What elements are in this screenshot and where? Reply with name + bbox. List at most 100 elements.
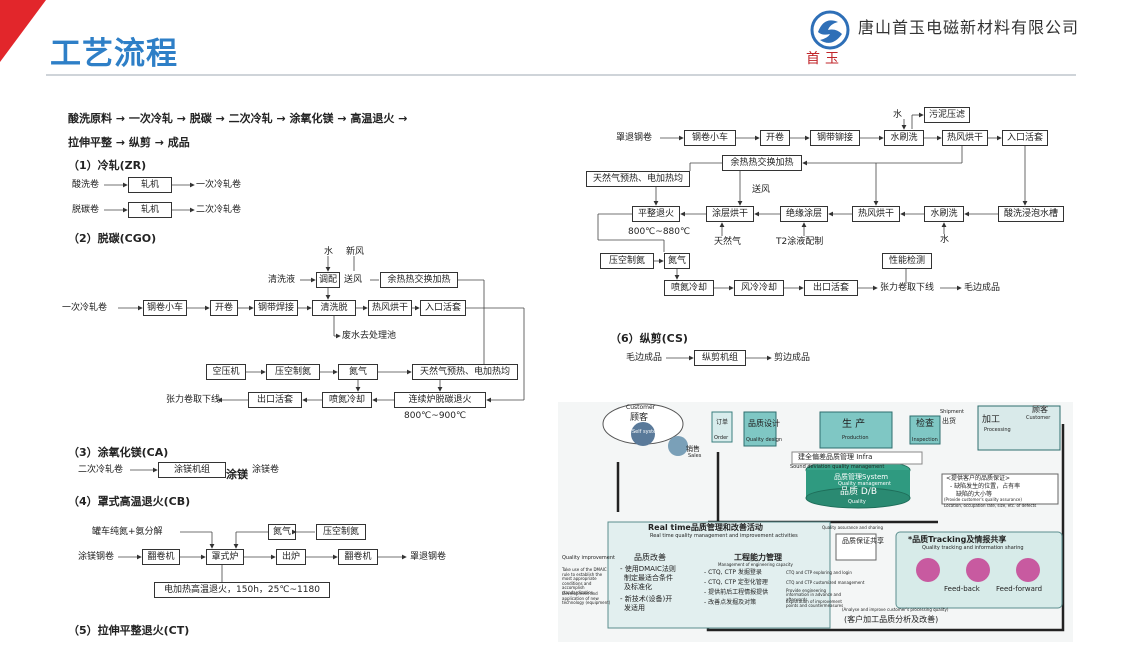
cgo-psa-nitrogen: 压空制氮 xyxy=(266,364,320,380)
qd-qi-side-1: Take use of the DMAIC rule to establish … xyxy=(562,567,607,595)
qd-feedforward: Feed-forward xyxy=(996,585,1043,593)
logo-text: 首玉 xyxy=(806,51,844,67)
qd-inspection: 检查 xyxy=(916,419,935,429)
zr-heading: （1）冷轧(ZR) xyxy=(68,159,147,172)
qd-self-system: Self system xyxy=(632,429,662,435)
qd-bottom-en: (Analyse and improve customer's processi… xyxy=(842,607,949,612)
ct-coil-car: 钢卷小车 xyxy=(684,130,736,146)
qd-order: 订单 xyxy=(716,419,729,426)
cgo-exit-loop: 出口活套 xyxy=(248,392,302,408)
cgo-mix: 调配 xyxy=(316,272,340,288)
ct-air-cool: 风冷冷却 xyxy=(734,280,784,296)
ct-waste-heat: 余热热交换加热 xyxy=(722,155,802,171)
cgo-heading: （2）脱碳(CGO) xyxy=(68,232,157,245)
qd-cap-1: - CTQ, CTP 发掘登录 xyxy=(704,569,762,576)
qd-realtime-title: Real time品质管理和改善活动 xyxy=(648,523,763,532)
qd-processing-en: Processing xyxy=(984,427,1011,433)
cgo-tension-out: 张力卷取下线 xyxy=(166,395,221,405)
zr-input-2: 脱碳卷 xyxy=(72,205,100,215)
qd-inspection-en: Inspection xyxy=(912,437,938,443)
ct-t2: T2涂液配制 xyxy=(776,237,824,247)
qd-bottom: (客户加工品质分析及改善) xyxy=(844,615,939,624)
qd-qms-en: Quality management xyxy=(838,481,891,487)
route-line-2: 拉伸平整 → 纵剪 → 成品 xyxy=(68,136,190,149)
ca-overlap: 涂镁 xyxy=(226,468,248,481)
cb-input: 涂镁钢卷 xyxy=(78,552,115,562)
zr-mill-2: 轧机 xyxy=(128,202,172,218)
ct-flat-anneal: 平整退火 xyxy=(632,206,680,222)
qd-quality-design: 品质设计 xyxy=(748,419,780,428)
cb-heading: （4）罩式高温退火(CB) xyxy=(68,495,191,508)
ct-water-2: 水 xyxy=(940,235,950,245)
cgo-send-air: 送风 xyxy=(344,275,363,285)
qd-qi-side-2: Development and application of new techn… xyxy=(562,591,611,606)
cgo-waste-water: 废水去处理池 xyxy=(342,331,397,341)
ct-insul-coat: 绝缘涂层 xyxy=(780,206,828,222)
cgo-gas-heat: 天然气预热、电加热均 xyxy=(412,364,518,380)
cb-psa-nitrogen: 压空制氮 xyxy=(316,524,366,540)
ct-input: 罩退钢卷 xyxy=(616,133,653,143)
ct-uncoil: 开卷 xyxy=(760,130,790,146)
qd-cap-4-en: Exploration of improvement points and co… xyxy=(786,599,844,609)
qd-customer-2: 顾客 xyxy=(1032,405,1048,414)
qd-processing: 加工 xyxy=(982,415,1001,425)
zr-input-1: 酸洗卷 xyxy=(72,180,100,190)
cb-bell-furnace: 罩式炉 xyxy=(206,549,244,565)
qd-share-en: Quality assurance and sharing xyxy=(822,525,883,530)
qd-guarantee-2: 缺陷的大小等 xyxy=(956,491,993,498)
qd-cap-title: 工程能力管理 xyxy=(734,553,782,562)
ct-hot-dry-1: 热风烘干 xyxy=(942,130,988,146)
ca-input: 二次冷轧卷 xyxy=(78,465,124,475)
qd-order-en: Order xyxy=(714,435,729,441)
qd-cap-3: - 提供前后工程情报提供 xyxy=(704,589,769,596)
ct-send-air: 送风 xyxy=(752,185,771,195)
qd-customer-2-en: Customer xyxy=(1026,415,1051,421)
qd-cap-4: - 改善点发掘及对策 xyxy=(704,599,757,606)
qd-qi-1: - 使用DMAIC法则 xyxy=(620,565,676,573)
qd-cap-1-en: CTQ and CTP exploring and login xyxy=(786,570,852,575)
qd-realtime-en: Real time quality management and improve… xyxy=(650,533,798,539)
company-name: 唐山首玉电磁新材料有限公司 xyxy=(858,18,1080,37)
qd-deviation-en: Sound deviation quality management xyxy=(790,464,885,470)
ct-sludge: 污泥压滤 xyxy=(924,107,970,123)
cgo-uncoil: 开卷 xyxy=(210,300,238,316)
qd-qi-label: 品质改善 xyxy=(634,553,666,562)
qd-production: 生 产 xyxy=(842,419,866,430)
ct-perf-test: 性能检测 xyxy=(882,253,932,269)
cgo-nitrogen: 氮气 xyxy=(338,364,378,380)
cgo-cleaning-liquid: 清洗液 xyxy=(268,275,296,285)
qd-customer-top: Customer xyxy=(626,404,656,411)
qd-cap-3-en: Provide engineering information in advan… xyxy=(786,588,842,602)
cgo-fresh-air: 新风 xyxy=(346,247,365,257)
qd-cap-2: - CTQ, CTP 定型化管理 xyxy=(704,579,768,586)
zr-output-1: 一次冷轧卷 xyxy=(196,180,242,190)
qd-guarantee-1: - 缺陷发生的位置，占有率 xyxy=(950,483,1021,490)
ca-output: 涂镁卷 xyxy=(252,465,280,475)
qd-share: 品质保证共享 xyxy=(842,537,884,545)
cgo-coil-car: 钢卷小车 xyxy=(143,300,187,316)
cgo-waste-heat: 余热热交换加热 xyxy=(380,272,458,288)
ct-spray-cool: 喷氮冷却 xyxy=(664,280,714,296)
cb-output: 罩退钢卷 xyxy=(410,552,447,562)
ct-temp: 800℃~880℃ xyxy=(628,227,691,237)
qd-qi-5: 发适用 xyxy=(624,604,645,612)
cs-input: 毛边成品 xyxy=(626,353,663,363)
qd-tracking-en: Quality tracking and information sharing xyxy=(922,545,1024,551)
cb-discharge: 出炉 xyxy=(276,549,306,565)
ct-output: 毛边成品 xyxy=(964,283,1001,293)
cgo-entry-loop: 入口活套 xyxy=(420,300,466,316)
cgo-water: 水 xyxy=(324,247,334,257)
cb-flip-1: 翻卷机 xyxy=(142,549,180,565)
qd-qi-2: 制定最适合条件 xyxy=(624,574,673,582)
qd-db: 品质 D/B xyxy=(840,487,877,497)
zr-output-2: 二次冷轧卷 xyxy=(196,205,242,215)
corner-accent xyxy=(0,0,46,62)
ct-gas-heat: 天然气预热、电加热均 xyxy=(586,171,690,187)
ct-heading: （5）拉伸平整退火(CT) xyxy=(68,624,190,637)
cgo-weld: 钢带焊接 xyxy=(254,300,298,316)
cgo-air-compressor: 空压机 xyxy=(206,364,246,380)
ct-tension-out: 张力卷取下线 xyxy=(880,283,935,293)
qd-guarantee-title: <提供客户的品质保证> xyxy=(946,475,1011,482)
qd-shipment-cn: 出货 xyxy=(942,417,956,425)
